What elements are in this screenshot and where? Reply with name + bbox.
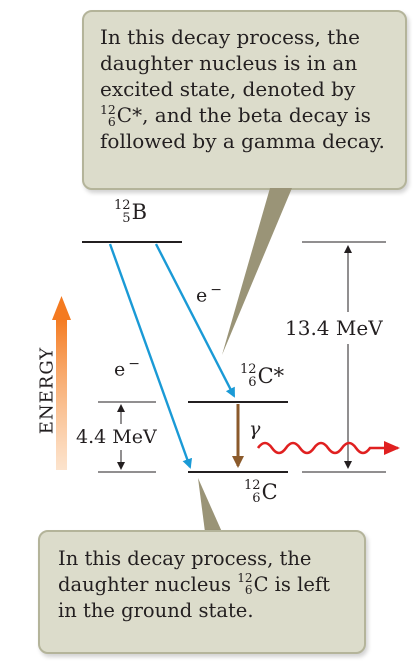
callout-excited-state: In this decay process, the daughter nucl… <box>82 10 407 190</box>
energy-axis-shaft <box>56 318 67 470</box>
energy-axis-label: ENERGY <box>36 346 58 435</box>
gamma-photon-wave <box>256 441 400 455</box>
label-gap-total: 13.4 MeV <box>285 316 383 340</box>
label-gap-excited: 4.4 MeV <box>76 426 157 448</box>
callout-bottom-line-1: In this decay process, the <box>58 547 312 570</box>
callout-bottom-line-3: in the ground state. <box>58 599 254 622</box>
beta-arrow-to-excited <box>154 243 236 398</box>
label-electron-right: e− <box>196 282 222 307</box>
callout-top-line-5: followed by a gamma decay. <box>100 129 385 154</box>
callout-top-line-3: excited state, denoted by <box>100 77 356 101</box>
callout-bottom-leader <box>198 478 222 532</box>
label-gamma: γ <box>249 418 261 440</box>
callout-top-leader <box>222 188 292 355</box>
callout-top-line-1: In this decay process, the <box>100 25 360 49</box>
beta-arrow-to-ground <box>108 243 193 469</box>
energy-axis-head <box>52 296 71 320</box>
callout-ground-state: In this decay process, the daughter nucl… <box>38 530 366 654</box>
label-electron-left: e− <box>114 356 140 381</box>
callout-top-line-2: daughter nucleus is in an <box>100 51 358 75</box>
